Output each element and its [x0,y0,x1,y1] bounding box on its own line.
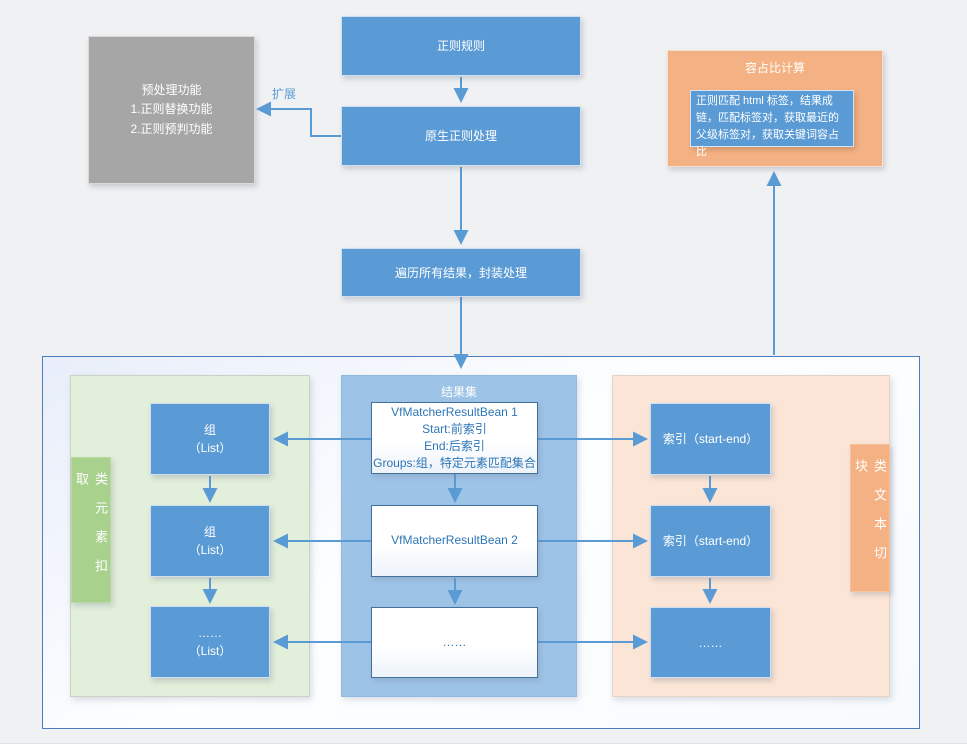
result-set-title: 结果集 [440,385,477,399]
preprocess-line-3: 2.正则预判功能 [130,121,213,136]
group-node-1-line2: （List） [188,441,232,455]
preprocess-line-2: 1.正则替换功能 [130,102,213,117]
preprocess-node[interactable]: 预处理功能 1.正则替换功能 2.正则预判功能 [88,36,255,184]
bean1-line4: Groups:组，特定元素匹配集合 [373,456,536,471]
bean1-node[interactable]: VfMatcherResultBean 1 Start:前索引 End:后索引 … [371,402,538,474]
group-node-3[interactable]: …… （List） [150,606,270,678]
extend-edge-label: 扩展 [272,87,297,101]
group-node-2-line1: 组 [203,525,216,539]
page-edge [0,743,967,753]
index-node-3[interactable]: …… [650,607,771,678]
native-regex-node[interactable]: 原生正则处理 [341,106,581,166]
group-node-2-line2: （List） [188,543,232,557]
bean1-line3: End:后索引 [424,439,485,453]
bean2-node[interactable]: VfMatcherResultBean 2 [371,505,538,577]
ratio-calc-title: 容占比计算 [744,61,805,75]
native-regex-label: 原生正则处理 [424,129,497,143]
regex-rule-label: 正则规则 [436,39,485,53]
group-panel-side-label: 类元素扣取 [71,457,111,603]
index-node-1[interactable]: 索引（start-end） [650,403,771,475]
group-node-3-line1: …… [198,626,222,640]
preprocess-line-1: 预处理功能 [141,83,202,98]
regex-rule-node[interactable]: 正则规则 [341,16,581,76]
ratio-calc-node[interactable]: 容占比计算 正则匹配 html 标签，结果成链，匹配标签对，获取最近的父级标签对… [667,50,883,167]
index-node-3-label: …… [698,635,723,650]
bean3-label: …… [442,634,467,649]
bean1-line2: Start:前索引 [422,421,487,436]
index-node-2[interactable]: 索引（start-end） [650,505,771,577]
bean3-node[interactable]: …… [371,607,538,678]
group-node-2[interactable]: 组 （List） [150,505,270,577]
bean1-line1: VfMatcherResultBean 1 [391,404,518,419]
index-node-1-label: 索引（start-end） [662,432,759,446]
traverse-node[interactable]: 遍历所有结果，封装处理 [341,248,581,297]
group-node-1-line1: 组 [203,423,216,437]
arrow-extend-to-preprocess [256,101,341,137]
group-node-3-line2: （List） [188,644,232,658]
ratio-calc-note[interactable]: 正则匹配 html 标签，结果成链，匹配标签对，获取最近的父级标签对，获取关键词… [690,90,854,158]
group-node-1[interactable]: 组 （List） [150,403,270,475]
bean2-label: VfMatcherResultBean 2 [391,533,518,548]
index-node-2-label: 索引（start-end） [662,534,759,548]
index-panel-side-label: 类文本切块 [850,444,890,592]
traverse-label: 遍历所有结果，封装处理 [394,265,527,280]
